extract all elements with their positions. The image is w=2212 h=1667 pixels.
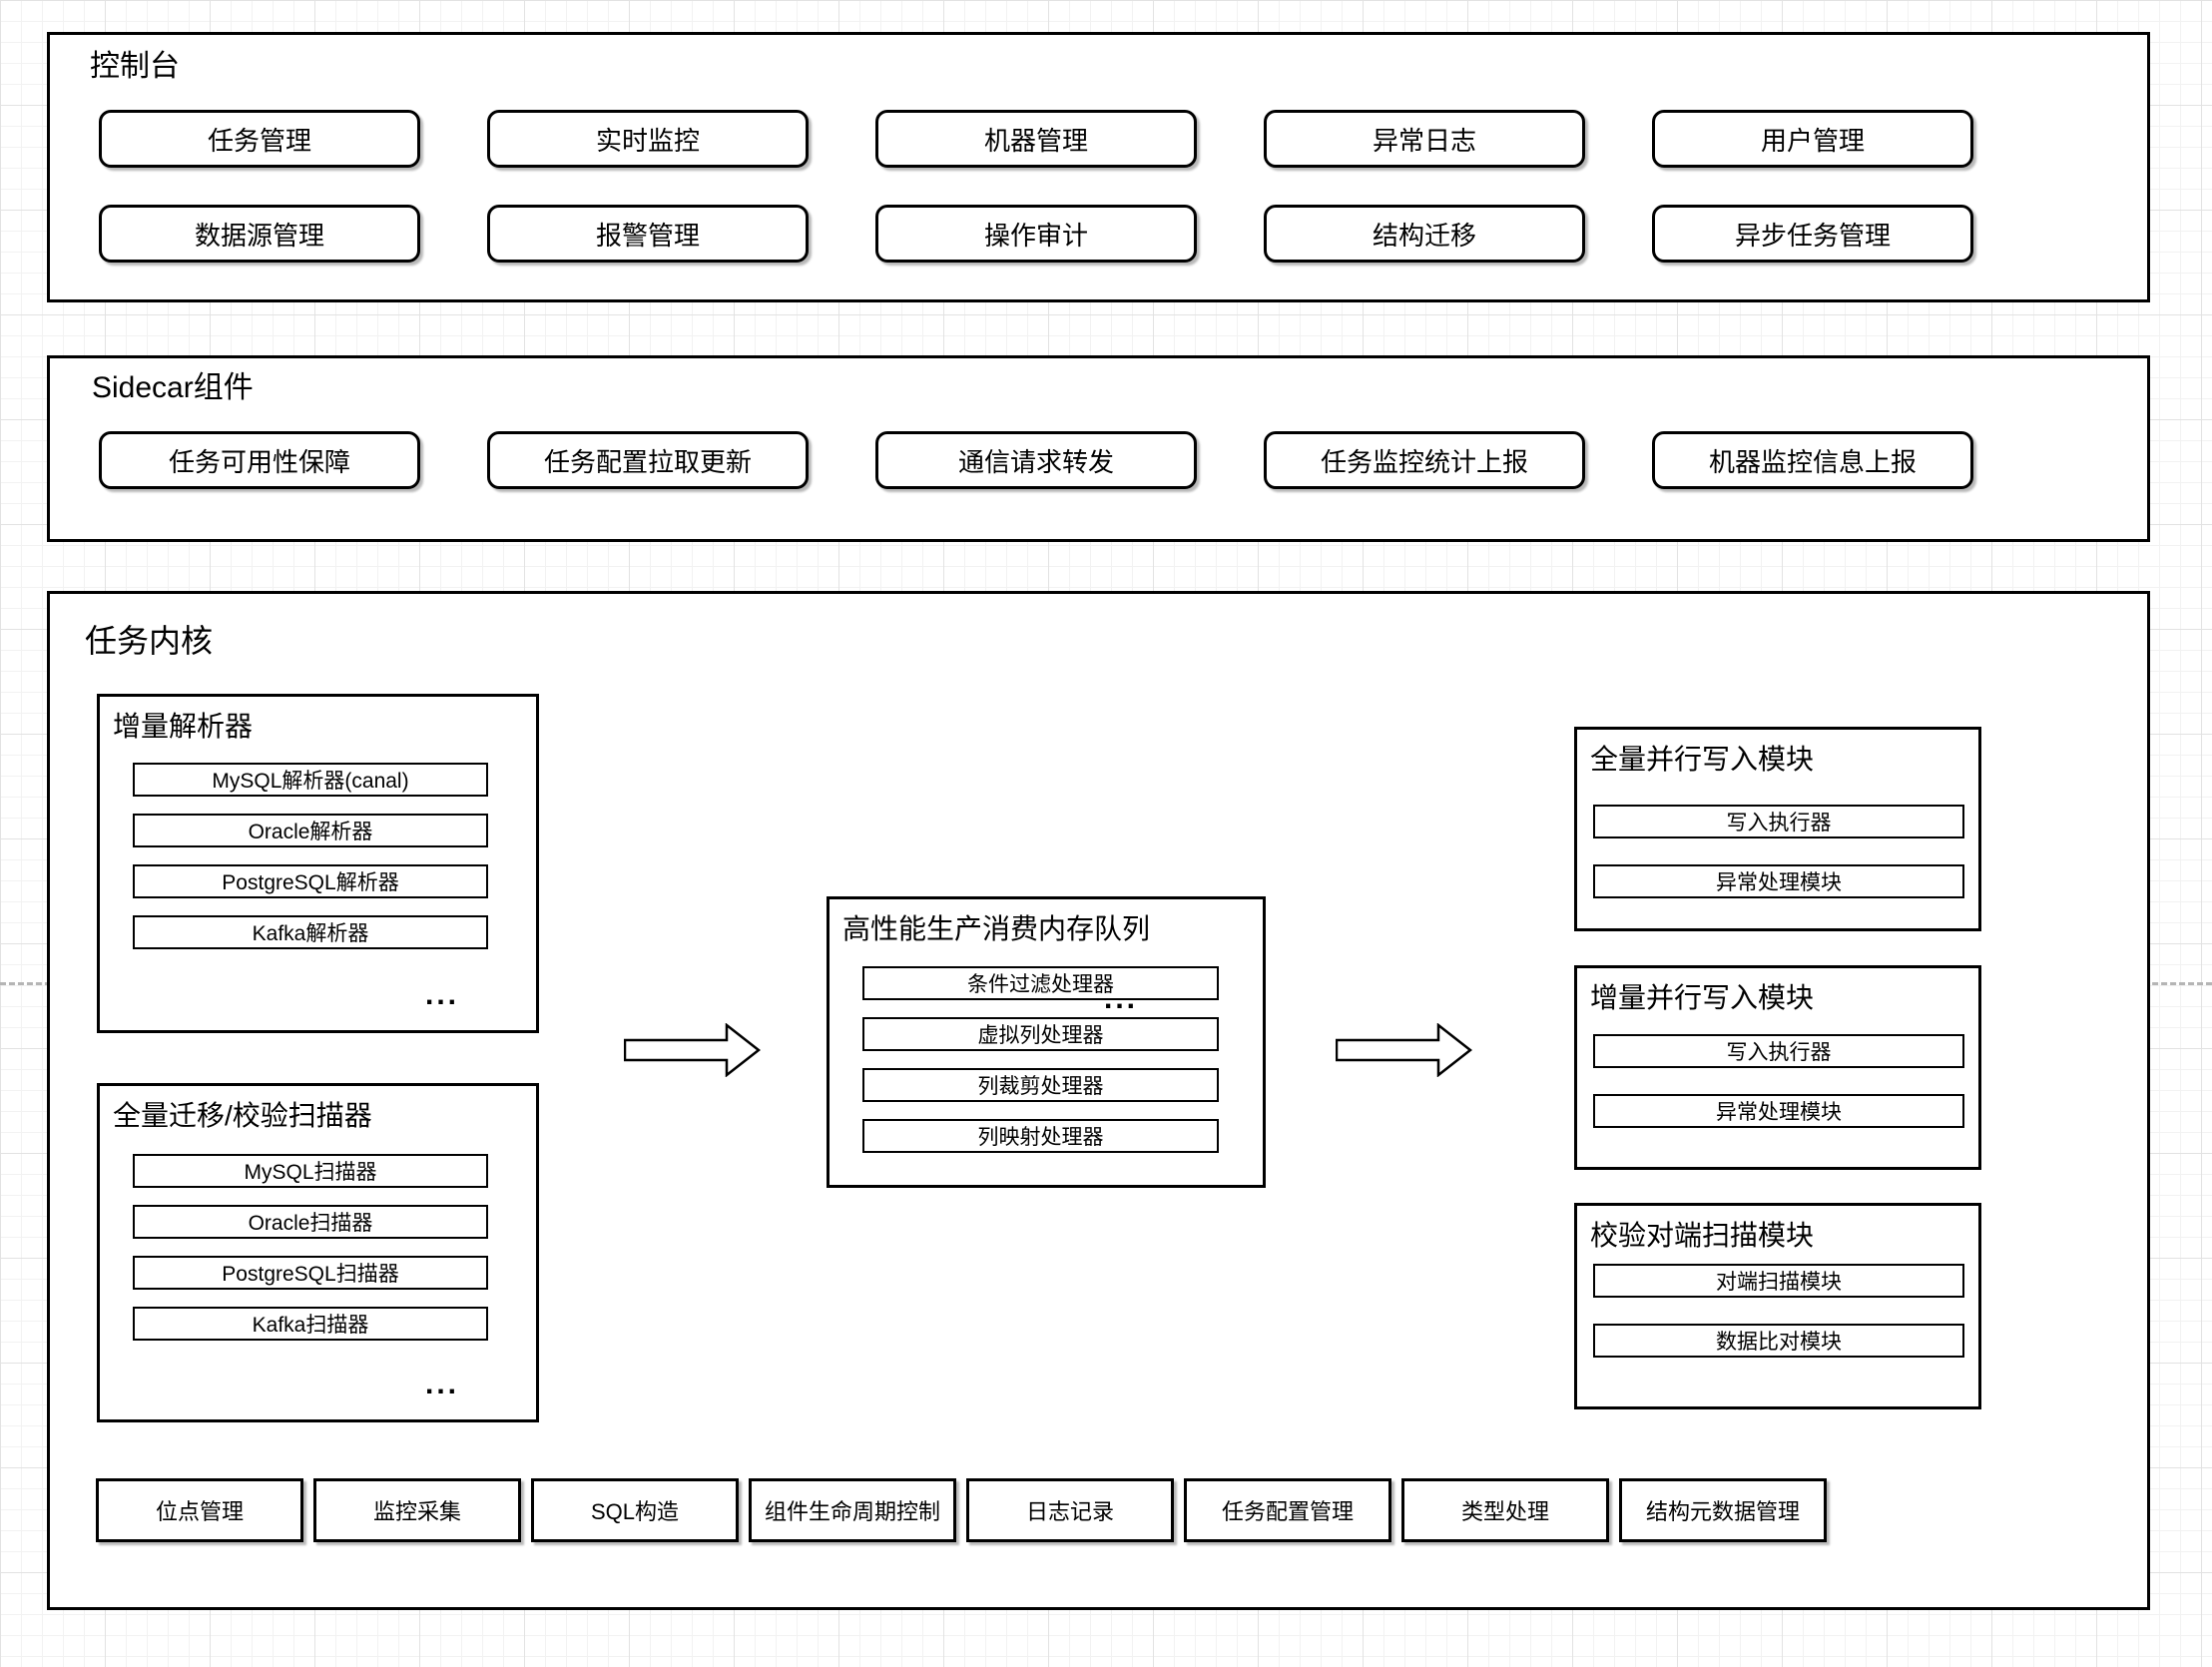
sidecar-button[interactable]: 任务配置拉取更新 [487, 431, 809, 489]
sidecar-button[interactable]: 通信请求转发 [875, 431, 1197, 489]
check-peer-scan-title: 校验对端扫描模块 [1590, 1220, 1815, 1251]
parser-item[interactable]: Kafka解析器 [133, 915, 488, 949]
full-parallel-writer-box[interactable]: 全量并行写入模块 写入执行器异常处理模块 [1574, 727, 1981, 931]
console-button[interactable]: 机器管理 [875, 110, 1197, 168]
console-button[interactable]: 异步任务管理 [1652, 205, 1973, 263]
writer-item[interactable]: 异常处理模块 [1593, 864, 1964, 898]
memory-queue-title: 高性能生产消费内存队列 [842, 913, 1151, 944]
console-panel-title: 控制台 [90, 50, 180, 83]
foundation-box[interactable]: 位点管理 [96, 1478, 303, 1542]
incremental-parser-box[interactable]: 增量解析器 MySQL解析器(canal) Oracle解析器 PostgreSQL… [97, 694, 539, 1033]
foundation-box[interactable]: 结构元数据管理 [1619, 1478, 1827, 1542]
foundation-box[interactable]: 组件生命周期控制 [749, 1478, 956, 1542]
sidecar-button[interactable]: 任务可用性保障 [99, 431, 420, 489]
memory-queue-items: 条件过滤处理器虚拟列处理器列裁剪处理器列映射处理器 [862, 966, 1219, 1153]
writer-item[interactable]: 写入执行器 [1593, 805, 1964, 838]
foundation-box[interactable]: 类型处理 [1401, 1478, 1609, 1542]
incremental-parallel-writer-title: 增量并行写入模块 [1590, 982, 1815, 1013]
sidecar-button[interactable]: 机器监控信息上报 [1652, 431, 1973, 489]
parser-item[interactable]: Oracle解析器 [133, 814, 488, 847]
right-arrow-icon[interactable] [624, 1023, 761, 1077]
sidecar-panel-title: Sidecar组件 [92, 371, 254, 404]
parser-item[interactable]: MySQL解析器(canal) [133, 763, 488, 797]
sidecar-button[interactable]: 任务监控统计上报 [1264, 431, 1585, 489]
more-items-ellipsis: ... [1104, 982, 1139, 1015]
full-migration-scanner-items: MySQL扫描器 Oracle扫描器 PostgreSQL扫描器 Kafka扫描器 [133, 1154, 488, 1341]
console-button[interactable]: 实时监控 [487, 110, 809, 168]
queue-processor-item[interactable]: 列映射处理器 [862, 1119, 1219, 1153]
incremental-parallel-writer-box[interactable]: 增量并行写入模块 写入执行器异常处理模块 [1574, 965, 1981, 1170]
incremental-parser-items: MySQL解析器(canal) Oracle解析器 PostgreSQL解析器 Kaf… [133, 763, 488, 949]
writer-item[interactable]: 写入执行器 [1593, 1034, 1964, 1068]
task-kernel-panel-title: 任务内核 [85, 623, 214, 659]
task-kernel-panel[interactable]: 任务内核 增量解析器 MySQL解析器(canal) Oracle解析器 Postg… [47, 591, 2150, 1610]
console-button[interactable]: 操作审计 [875, 205, 1197, 263]
check-item[interactable]: 对端扫描模块 [1593, 1264, 1964, 1298]
check-peer-scan-items: 对端扫描模块数据比对模块 [1593, 1264, 1964, 1358]
foundation-box[interactable]: 监控采集 [313, 1478, 521, 1542]
console-button-row-1: 任务管理 实时监控 机器管理 异常日志 用户管理 [99, 110, 1973, 168]
full-migration-scanner-title: 全量迁移/校验扫描器 [113, 1100, 372, 1131]
incremental-parser-title: 增量解析器 [113, 711, 254, 742]
more-items-ellipsis: ... [425, 978, 460, 1011]
foundation-box[interactable]: 任务配置管理 [1184, 1478, 1391, 1542]
console-button[interactable]: 用户管理 [1652, 110, 1973, 168]
memory-queue-box[interactable]: 高性能生产消费内存队列 条件过滤处理器虚拟列处理器列裁剪处理器列映射处理器 ..… [827, 896, 1266, 1188]
check-peer-scan-box[interactable]: 校验对端扫描模块 对端扫描模块数据比对模块 [1574, 1203, 1981, 1409]
console-panel[interactable]: 控制台 任务管理 实时监控 机器管理 异常日志 用户管理 数据源管理 报警管理 操作审计 结构… [47, 32, 2150, 302]
scanner-item[interactable]: Oracle扫描器 [133, 1205, 488, 1239]
queue-processor-item[interactable]: 虚拟列处理器 [862, 1017, 1219, 1051]
full-parallel-writer-title: 全量并行写入模块 [1590, 744, 1815, 775]
full-parallel-writer-items: 写入执行器异常处理模块 [1593, 805, 1964, 898]
console-button[interactable]: 结构迁移 [1264, 205, 1585, 263]
console-button[interactable]: 数据源管理 [99, 205, 420, 263]
queue-processor-item[interactable]: 条件过滤处理器 [862, 966, 1219, 1000]
foundation-box[interactable]: 日志记录 [966, 1478, 1174, 1542]
full-migration-scanner-box[interactable]: 全量迁移/校验扫描器 MySQL扫描器 Oracle扫描器 PostgreSQL扫描… [97, 1083, 539, 1422]
console-button[interactable]: 任务管理 [99, 110, 420, 168]
queue-processor-item[interactable]: 列裁剪处理器 [862, 1068, 1219, 1102]
more-items-ellipsis: ... [425, 1368, 460, 1400]
right-arrow-icon[interactable] [1336, 1023, 1472, 1077]
parser-item[interactable]: PostgreSQL解析器 [133, 864, 488, 898]
writer-item[interactable]: 异常处理模块 [1593, 1094, 1964, 1128]
scanner-item[interactable]: MySQL扫描器 [133, 1154, 488, 1188]
console-button[interactable]: 报警管理 [487, 205, 809, 263]
check-item[interactable]: 数据比对模块 [1593, 1324, 1964, 1358]
foundation-box[interactable]: SQL构造 [531, 1478, 739, 1542]
incremental-parallel-writer-items: 写入执行器异常处理模块 [1593, 1034, 1964, 1128]
console-button[interactable]: 异常日志 [1264, 110, 1585, 168]
scanner-item[interactable]: Kafka扫描器 [133, 1307, 488, 1341]
scanner-item[interactable]: PostgreSQL扫描器 [133, 1256, 488, 1290]
sidecar-panel[interactable]: Sidecar组件 任务可用性保障 任务配置拉取更新 通信请求转发 任务监控统计上报 机… [47, 355, 2150, 542]
sidecar-button-row: 任务可用性保障 任务配置拉取更新 通信请求转发 任务监控统计上报 机器监控信息上报 [99, 431, 1973, 489]
console-button-row-2: 数据源管理 报警管理 操作审计 结构迁移 异步任务管理 [99, 205, 1973, 263]
